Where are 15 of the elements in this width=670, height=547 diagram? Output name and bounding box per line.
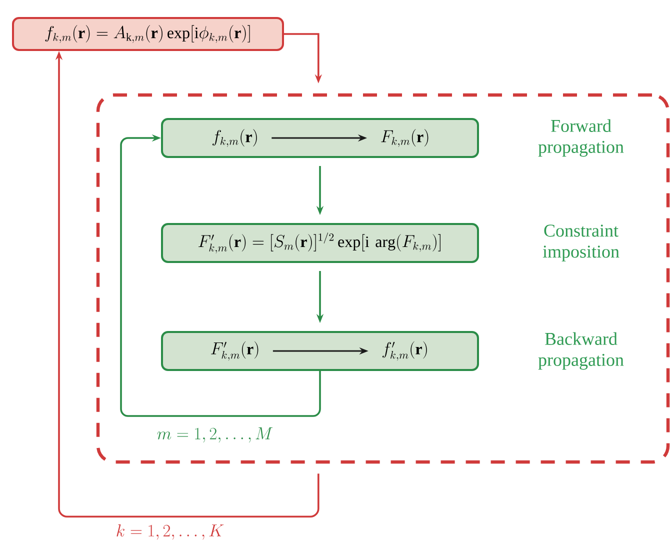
formula: $F'_{k,m}(\mathbf{r})$ — [211, 341, 258, 361]
loop-label: $k = 1, 2, \ldots, K$ — [116, 524, 224, 540]
formula-box: $f_{k,m}(\mathbf{r}) = A_{\mathrm{k},m}(\mathbf{r})\exp[\mathrm{i}\phi_{k,m}(\mathbf{r})]$ — [12, 17, 284, 51]
loop-label: $m = 1, 2, \ldots, M$ — [157, 427, 272, 443]
step-label: Constraint imposition — [542, 224, 620, 262]
process-box — [161, 331, 479, 371]
step-label: Forward propagation — [538, 119, 624, 157]
formula: $F_{k,m}(\mathbf{r})$ — [381, 129, 428, 147]
step-label: Backward propagation — [538, 332, 624, 370]
arrow — [120, 134, 321, 417]
process-box — [161, 118, 479, 158]
formula: $f'_{k,m}(\mathbf{r})$ — [382, 341, 427, 361]
formula: $f_{k,m}(\mathbf{r})$ — [212, 129, 257, 147]
loop-frame — [96, 93, 670, 464]
process-box: $F'_{k,m}(\mathbf{r}) = [S_m(\mathbf{r})]^{1/2}\exp[\mathrm{i}\,\arg(F_{k,m})]$ — [161, 223, 479, 263]
